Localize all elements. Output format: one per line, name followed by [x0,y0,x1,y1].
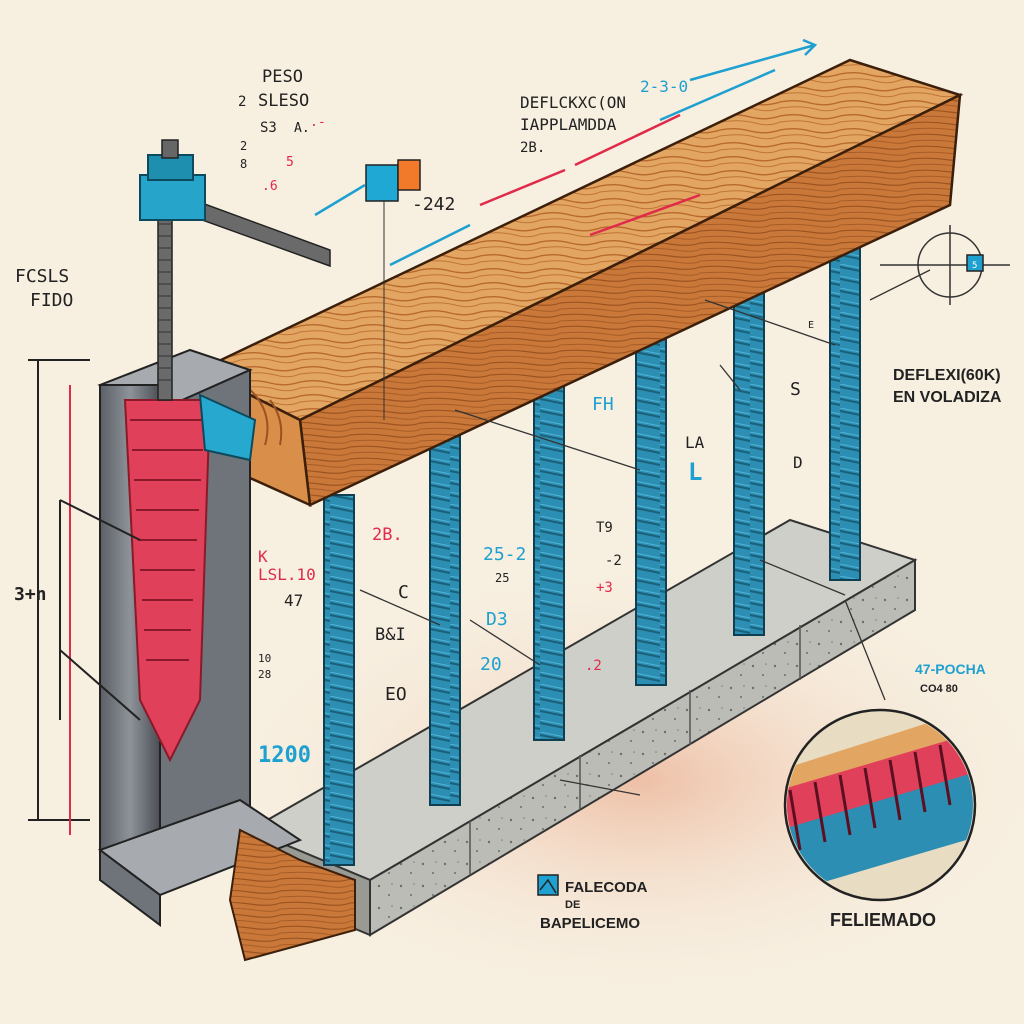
label-detail: FELIEMADO [830,910,936,930]
label-s: S [790,379,801,400]
label-47: 47 [284,591,303,610]
label-top-left-9: 2 [240,139,247,153]
rebar-4 [635,319,667,686]
label-10: 10 [258,652,271,665]
label-28: 28 [258,668,271,681]
bottom-wood-block [228,828,356,962]
label-dot2: .2 [585,658,602,674]
label-top-left-8: 8 [240,157,247,171]
label-bottom-legend-2: DE [565,899,580,911]
label-c: C [398,582,409,603]
leader-lines [359,269,931,796]
label-bottom-legend-3: BAPELICEMO [540,915,640,932]
label-t9: T9 [596,520,613,536]
label-pocha-1: 47-POCHA [915,661,986,677]
label-25: 25 [495,571,509,585]
label-la: LA [685,433,705,452]
label-top-left-2: SLESO [258,91,309,111]
label-bottom-legend-1: FALECODA [565,879,648,896]
label-top-mid-1: DEFLCKXC(ON [520,93,626,112]
label-vertical-dim: 3+n [14,584,47,605]
rebar-columns [323,219,861,866]
label-pocha-2: CO4 80 [920,683,958,695]
rebar-5 [733,274,765,636]
label-top-left-6: 5 [286,155,294,170]
label-top-left-1: PESO [262,67,303,87]
label-l-big: L [688,458,702,486]
rebar-3 [533,374,565,741]
label-top-mid-3: 2B. [520,140,545,156]
load-arrows [314,38,818,267]
label-minus2: -2 [605,553,622,569]
label-left-side-2: FIDO [30,290,73,311]
rebar-6 [829,219,861,581]
load-marker [365,159,421,420]
checkbox-icon [537,874,559,896]
label-eo: EO [385,684,407,705]
rebar-2 [429,434,461,806]
label-top-left-7: .6 [262,179,278,194]
label-e: E [808,320,814,331]
label-right-title-2: EN VOLADIZA [893,389,1002,406]
label-top-mid-2: IAPPLAMDDA [520,115,617,134]
label-1200: 1200 [258,743,311,768]
label-bi: B&I [375,625,406,645]
crosshair-icon [880,225,1010,305]
label-d: D [793,453,803,472]
cyan-bracket [198,393,257,462]
serrated-connector [123,399,212,763]
label-fh: FH [592,394,614,415]
label-d3: D3 [486,609,508,630]
label-ks: K [258,547,268,566]
label-right-title-1: DEFLEXI(60K) [893,367,1001,384]
label-2b: 2B. [372,525,403,545]
label-top-left-4: A. [294,121,310,136]
label-left-side-1: FCSLS [15,266,69,287]
label-right-small: 5 [972,261,977,271]
threaded-rod [139,139,331,401]
dimension-lines [28,359,141,835]
label-mid-num: -242 [412,194,455,215]
label-plus3: +3 [596,580,613,596]
rebar-1 [323,494,355,866]
label-top-mid-arrow: 2-3-0 [640,77,688,96]
label-top-left-5: .- [310,115,326,130]
label-25-2: 25-2 [483,544,526,565]
label-ls: LSL.10 [258,565,316,584]
label-top-left-num: 2 [238,94,246,110]
label-top-left-3: S3 [260,120,277,136]
label-20: 20 [480,654,502,675]
